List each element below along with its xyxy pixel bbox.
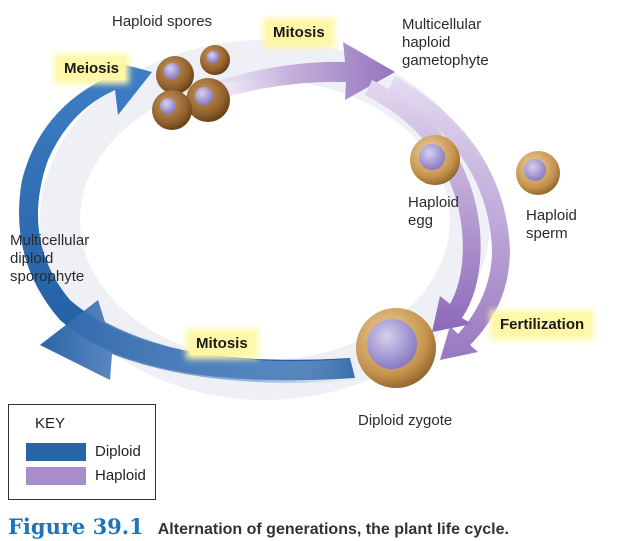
- label-gametophyte: Multicellular haploid gametophyte: [402, 16, 489, 69]
- diploid-arrow-bottom: [40, 300, 362, 383]
- figure-number: Figure 39.1: [8, 514, 144, 539]
- haploid-sperm-cell: [516, 151, 560, 195]
- caption-text: Alternation of generations, the plant li…: [157, 521, 509, 538]
- key-title: KEY: [35, 415, 66, 432]
- label-haploid-sperm: Haploid sperm: [526, 207, 577, 242]
- process-mitosis-bottom: Mitosis: [190, 333, 254, 355]
- key-swatch-diploid: [26, 443, 86, 461]
- process-fertilization: Fertilization: [494, 314, 591, 336]
- label-haploid-egg: Haploid egg: [408, 194, 459, 229]
- haploid-arrow-sperm: [388, 76, 510, 360]
- label-diploid-zygote: Diploid zygote: [358, 412, 453, 429]
- diploid-zygote-cell: [356, 308, 436, 388]
- haploid-egg-cell: [410, 135, 460, 185]
- life-cycle-diagram: [19, 40, 560, 400]
- figure-caption: Figure 39.1 Alternation of generations, t…: [8, 514, 509, 539]
- label-haploid-spores: Haploid spores: [112, 13, 213, 30]
- haploid-arrow-top: [185, 42, 395, 108]
- process-meiosis: Meiosis: [58, 58, 126, 80]
- key-label-diploid: Diploid: [95, 443, 141, 460]
- key-swatch-haploid: [26, 467, 86, 485]
- haploid-spores-cells: [152, 45, 230, 130]
- key-label-haploid: Haploid: [95, 467, 146, 484]
- haploid-arrow-egg: [365, 80, 481, 332]
- process-mitosis-top: Mitosis: [267, 22, 331, 44]
- key-box: KEY Diploid Haploid: [8, 404, 156, 500]
- label-sporophyte: Multicellular diploid sporophyte: [10, 232, 90, 285]
